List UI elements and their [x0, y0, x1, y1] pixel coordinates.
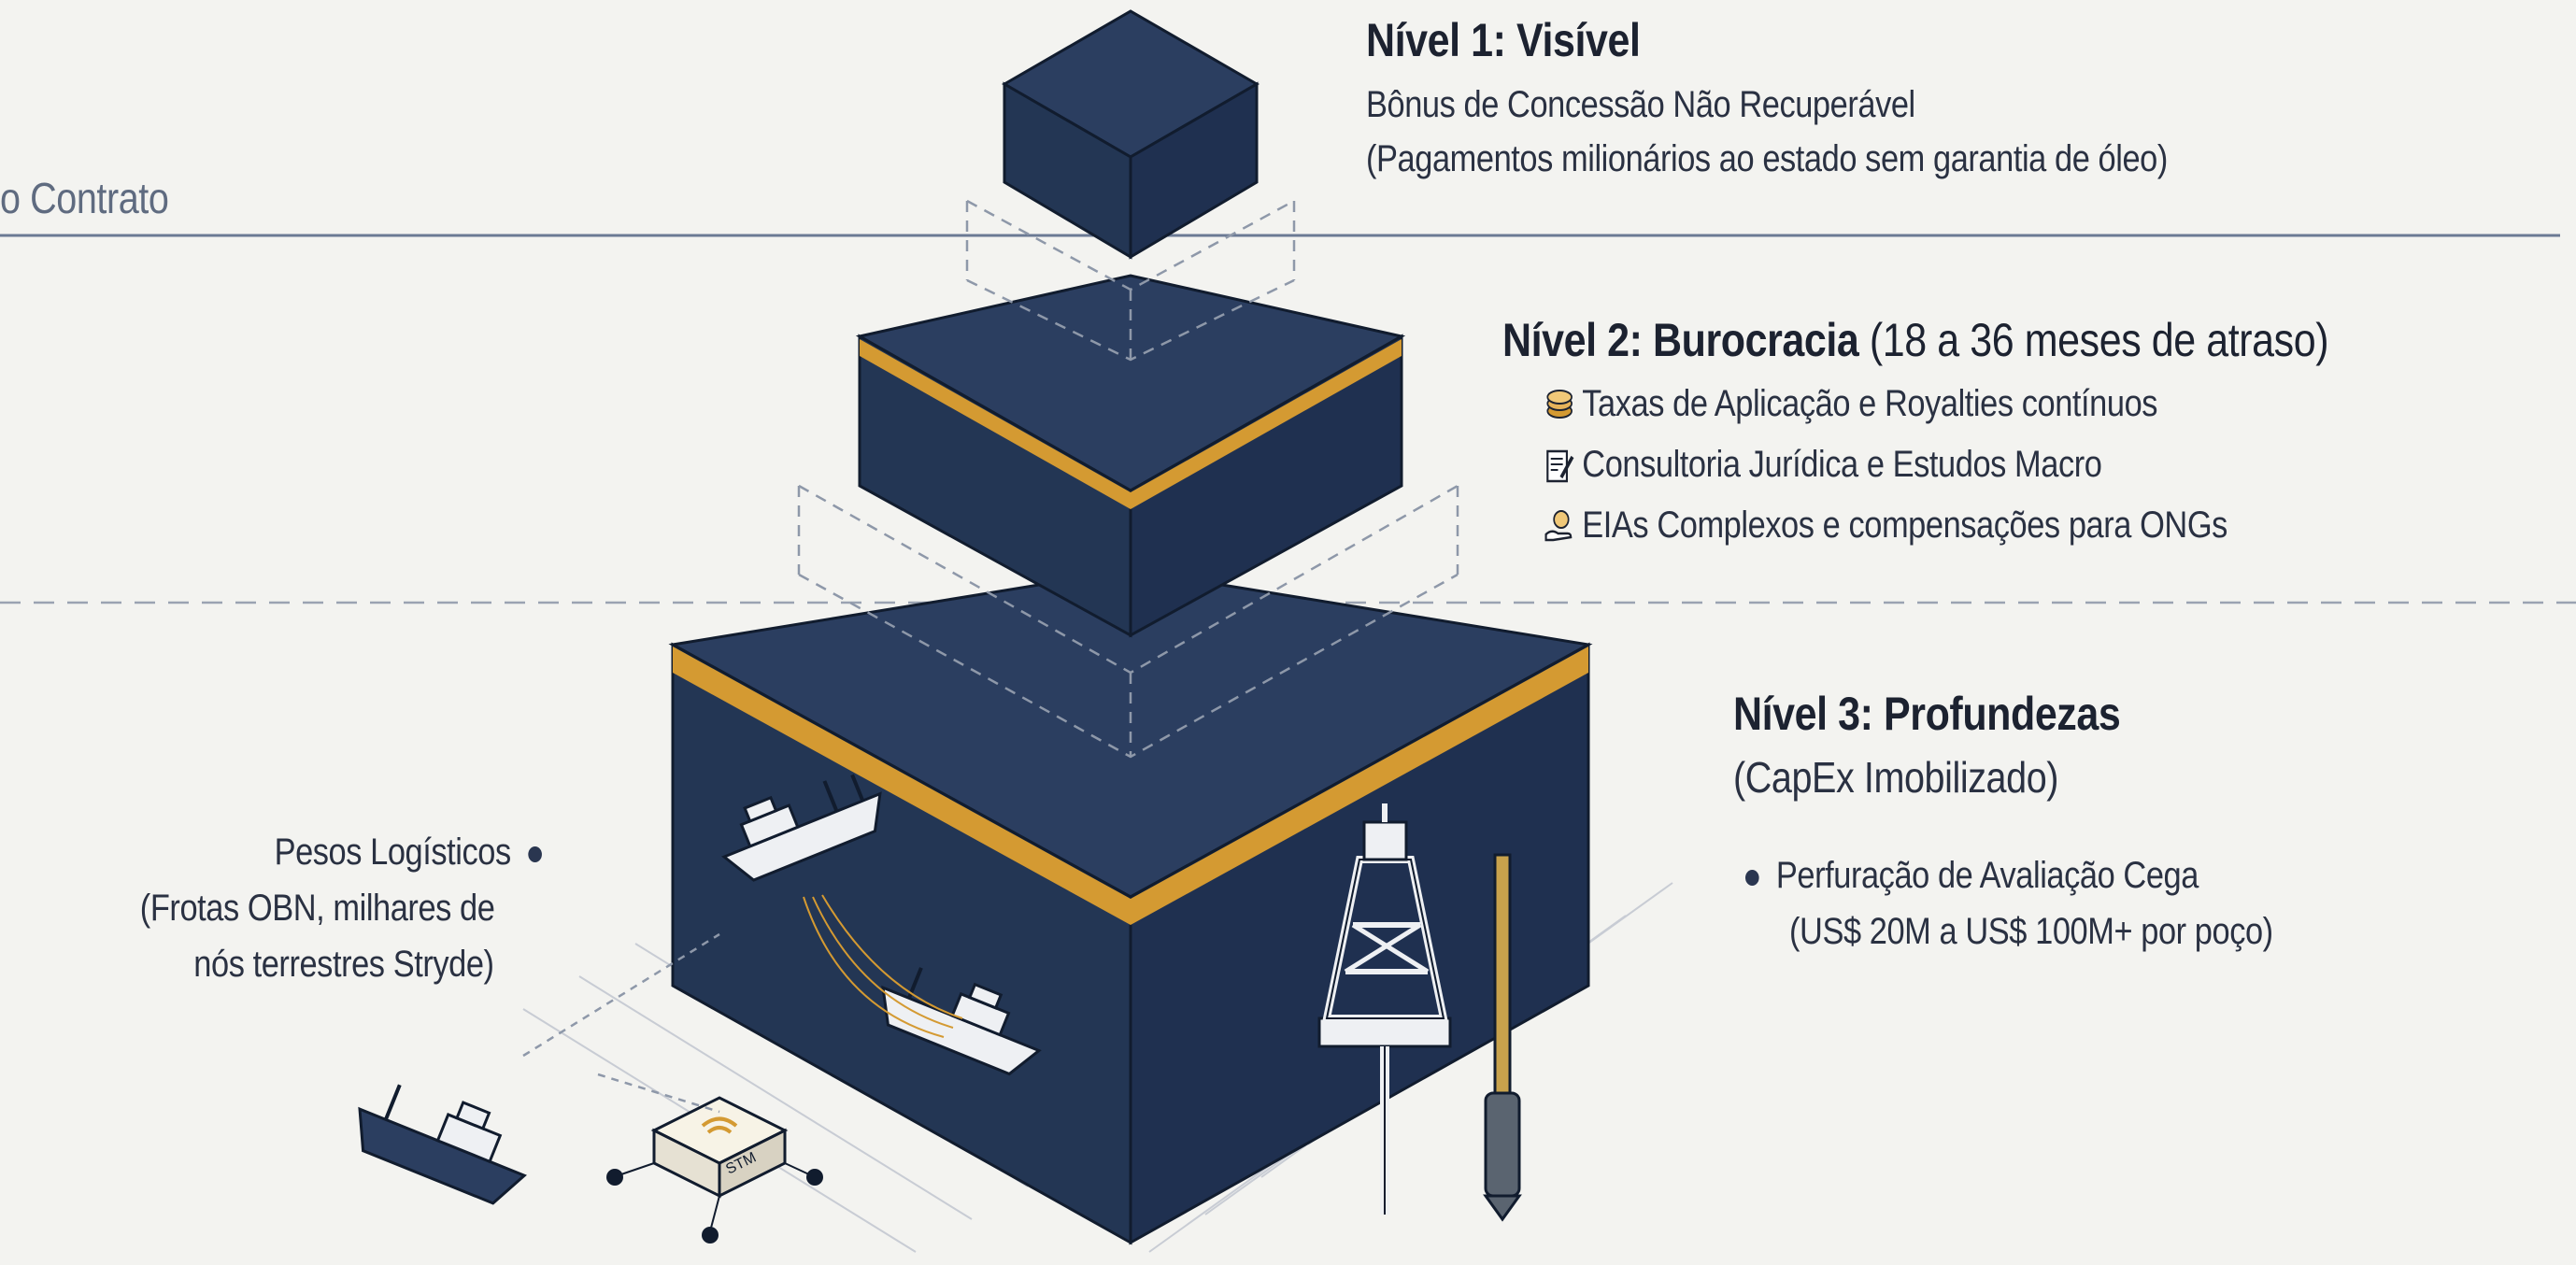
level2-item-label: Consultoria Jurídica e Estudos Macro [1582, 444, 2102, 485]
level1-line: (Pagamentos milionários ao estado sem ga… [1366, 138, 2168, 179]
level1-block [1002, 9, 1260, 260]
level2-right-face [1129, 334, 1403, 638]
connector-l2-l1 [965, 199, 1296, 362]
ship-icon [721, 774, 882, 882]
level2-item: Consultoria Jurídica e Estudos Macro [1544, 444, 2102, 486]
coins-icon [1546, 390, 1573, 419]
level3-item-label: Perfuração de Avaliação Cega [1775, 855, 2199, 896]
level2-item: Taxas de Aplicação e Royalties contínuos [1544, 383, 2157, 425]
level2-item-label: Taxas de Aplicação e Royalties contínuos [1582, 383, 2158, 424]
logistics-ship-icon [358, 1084, 527, 1205]
level3-gold-band-right [1131, 647, 1588, 925]
drill-pipe-icon [1483, 853, 1522, 1222]
level2-title: Nível 2: Burocracia [1502, 314, 1859, 366]
level2-item-label: EIAs Complexos e compensações para ONGs [1582, 505, 2227, 546]
level2-block [855, 274, 1406, 638]
bullet-icon [1745, 869, 1759, 886]
logistics-line: nós terrestres Stryde) [193, 944, 495, 985]
drilling-rig-icon [1317, 803, 1452, 1215]
level2-gold-band-right [1131, 339, 1402, 509]
bullet-icon [528, 846, 542, 862]
logistics-title: Pesos Logísticos [274, 831, 512, 873]
logistics-line: (Frotas OBN, milhares de [139, 888, 494, 929]
level3-block [668, 568, 1593, 1245]
level2-title-suffix: (18 a 36 meses de atraso) [1858, 314, 2329, 366]
level3-gold-band-left [673, 647, 1131, 925]
level1-line: Bônus de Concessão Não Recuperável [1366, 84, 1915, 125]
logistics-title-row: Pesos Logísticos [275, 831, 542, 874]
hand-globe-icon [1544, 510, 1573, 542]
level3-title: Nível 3: Profundezas [1733, 688, 2121, 740]
level3-item: Perfuração de Avaliação Cega [1745, 855, 2199, 897]
level1-title: Nível 1: Visível [1366, 14, 1641, 66]
document-pen-icon [1546, 450, 1574, 483]
level2-title-row: Nível 2: Burocracia (18 a 36 meses de at… [1502, 313, 2329, 367]
level3-right-face [1129, 642, 1590, 1245]
level2-item: EIAs Complexos e compensações para ONGs [1544, 505, 2227, 547]
seismic-node-icon: STM [606, 1096, 823, 1244]
seismic-streamers [803, 894, 963, 1038]
level1-right-face [1129, 81, 1259, 260]
level2-gold-band-left [860, 339, 1131, 509]
level3-item-detail: (US$ 20M a US$ 100M+ por poço) [1789, 911, 2273, 952]
contract-label: o Contrato [0, 174, 169, 222]
level3-subtitle: (CapEx Imobilizado) [1733, 753, 2059, 802]
logistics-leader-lines [522, 932, 720, 1114]
connector-l3-l2 [797, 484, 1459, 759]
